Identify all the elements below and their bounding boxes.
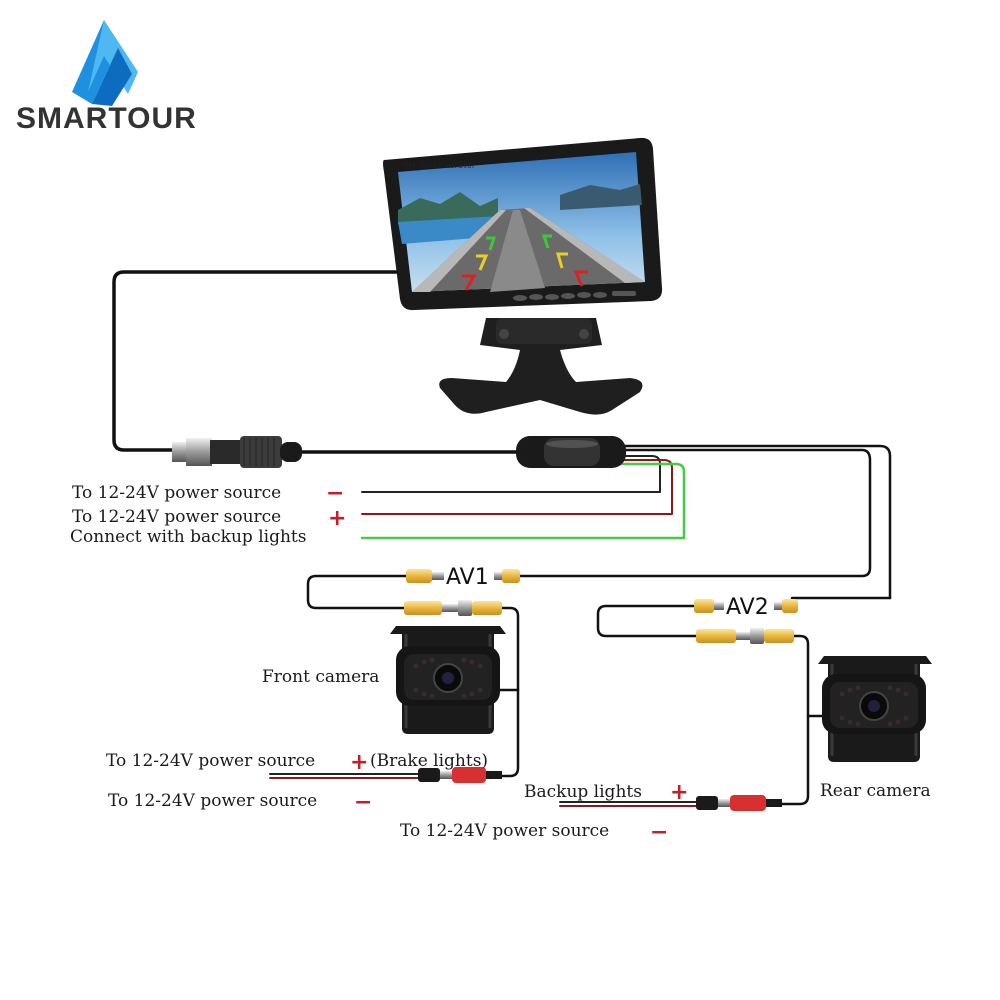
av1-label: AV1 bbox=[446, 565, 489, 590]
rear-camera-label: Rear camera bbox=[820, 781, 931, 801]
brand-logo: SMARTOUR bbox=[16, 20, 197, 135]
rca-av1-top bbox=[406, 569, 520, 583]
av2-feed-cable bbox=[618, 444, 892, 600]
front-power-negative-label: To 12-24V power source bbox=[108, 791, 317, 811]
av2-loop-cable bbox=[596, 604, 700, 638]
minus-sign: − bbox=[354, 790, 372, 815]
rear-camera bbox=[818, 656, 932, 762]
rear-power-negative-label: To 12-24V power source bbox=[400, 821, 609, 841]
plus-sign: + bbox=[670, 780, 688, 805]
front-power-positive-label: To 12-24V power source bbox=[106, 751, 315, 771]
rca-av2-bottom bbox=[696, 628, 794, 644]
front-camera-cable bbox=[498, 606, 520, 778]
brake-lights-note: (Brake lights) bbox=[370, 751, 488, 771]
minus-sign: − bbox=[650, 820, 668, 845]
aviation-connector bbox=[172, 436, 302, 468]
av1-loop-cable bbox=[306, 574, 410, 610]
junction-box bbox=[516, 436, 626, 468]
plus-sign: + bbox=[350, 750, 368, 775]
backup-lights-rear-label: Backup lights bbox=[524, 782, 642, 802]
smartour-logo-icon bbox=[72, 20, 138, 106]
front-camera-label: Front camera bbox=[262, 667, 379, 687]
rca-av1-bottom bbox=[404, 600, 502, 616]
monitor-buttons bbox=[513, 291, 636, 301]
front-power-plug bbox=[418, 767, 502, 783]
power-negative-main-label: To 12-24V power source bbox=[72, 483, 281, 503]
power-positive-main-label: To 12-24V power source bbox=[72, 507, 281, 527]
rear-power-plug bbox=[696, 795, 782, 811]
plus-sign: + bbox=[328, 506, 346, 531]
labels: To 12-24V power source − To 12-24V power… bbox=[70, 481, 931, 845]
rca-av2-top bbox=[694, 599, 798, 613]
front-camera bbox=[390, 626, 506, 734]
av2-label: AV2 bbox=[726, 595, 769, 620]
monitor-stand bbox=[439, 318, 643, 415]
monitor-cable bbox=[112, 270, 412, 452]
screen-caption: TFT color monitor bbox=[404, 162, 476, 170]
tft-monitor: TFT color monitor bbox=[383, 137, 663, 415]
backup-lights-wire bbox=[360, 462, 686, 540]
brand-name: SMARTOUR bbox=[16, 102, 197, 135]
monitor-screen: TFT color monitor bbox=[398, 152, 645, 292]
minus-sign: − bbox=[326, 481, 344, 506]
power-positive-wire bbox=[361, 459, 673, 515]
rear-camera-cable bbox=[778, 634, 810, 806]
cables bbox=[112, 270, 892, 807]
backup-lights-main-label: Connect with backup lights bbox=[70, 527, 306, 547]
av1-feed-cable bbox=[516, 448, 872, 578]
